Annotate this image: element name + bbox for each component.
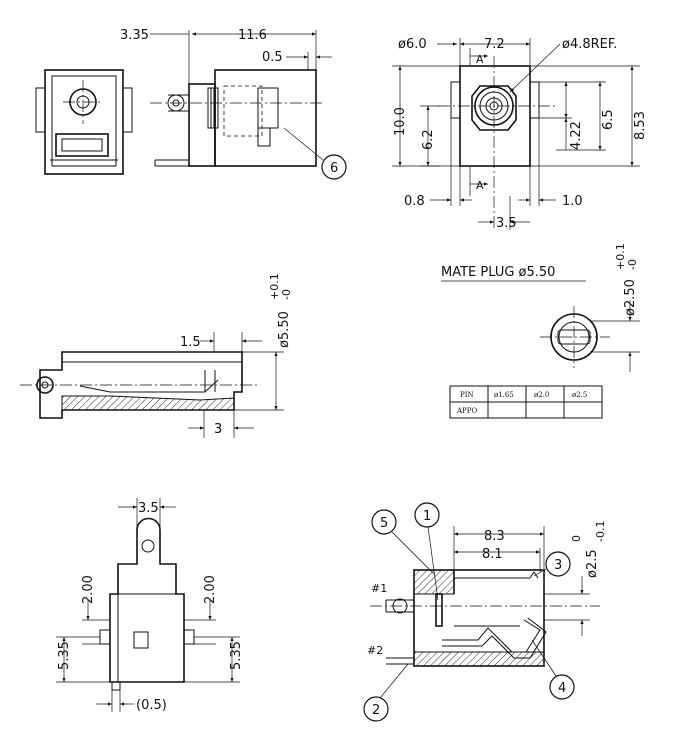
callout-1-label: 1 [423, 509, 431, 524]
section-a: A [476, 179, 484, 192]
pin-1-label: #1 [371, 582, 387, 595]
section-view: #1 #2 8.3 8.1 ø2.5 0 -0.1 5 1 3 4 2 [363, 502, 607, 722]
callout-4-label: 4 [558, 681, 566, 696]
dim-0-5-bottom: (0.5) [136, 698, 167, 713]
dim-6-2: 6.2 [421, 129, 436, 150]
dim-8-3: 8.3 [484, 529, 505, 544]
dim-d6-0: ø6.0 [398, 37, 427, 52]
pin-table: PIN ø1.65 ø2.0 ø2.5 APPO [449, 385, 603, 419]
side-view-top: 3.35 11.6 0.5 6 [120, 28, 347, 180]
side-view-middle: 1.5 ø5.50 +0.1 -0 3 [20, 273, 293, 438]
dim-8-53: 8.53 [633, 111, 648, 140]
bottom-view: 3.5 2.00 2.00 5.35 5.35 (0.5) [56, 498, 244, 713]
dim-6-5: 6.5 [601, 109, 616, 130]
callout-6 [321, 154, 347, 180]
dim-d2-5-section: ø2.5 [585, 549, 600, 578]
front-view-top-right: A' A ø6.0 7.2 ø4.8REF. 10.0 6.2 4.22 6.5 [392, 37, 648, 231]
dim-5-35-left: 5.35 [57, 641, 72, 670]
dim-7-2: 7.2 [484, 37, 505, 52]
dim-5-35-right: 5.35 [229, 641, 244, 670]
end-view-top-left [35, 69, 133, 175]
dim-1-0: 1.0 [562, 194, 583, 209]
tol-d2-5-upper: 0 [570, 535, 583, 542]
tol-d5-50-upper: +0.1 [268, 273, 281, 300]
dim-0-5-top: 0.5 [262, 50, 283, 65]
section-a-prime: A' [476, 53, 487, 66]
mate-plug: MATE PLUG ø5.50 ø2.50 +0.1 -0 PIN ø1.65 … [441, 243, 640, 419]
table-header-d2-0: ø2.0 [534, 391, 549, 399]
dim-d4-8-ref: ø4.8REF. [562, 37, 617, 52]
dim-0-8: 0.8 [404, 194, 425, 209]
callout-3-label: 3 [554, 558, 562, 573]
dim-3-35: 3.35 [120, 28, 149, 43]
callout-6-label: 6 [330, 161, 338, 176]
table-header-d2-5: ø2.5 [572, 391, 587, 399]
table-row-appo: APPO [456, 407, 477, 415]
tol-d2-5-lower: -0.1 [594, 521, 607, 542]
dim-11-6: 11.6 [238, 28, 267, 43]
dim-2-00-right: 2.00 [203, 575, 218, 604]
dim-d2-50: ø2.50 [623, 279, 638, 316]
table-header-d1-65: ø1.65 [494, 391, 514, 399]
tol-d5-50-lower: -0 [280, 289, 293, 300]
callout-5-label: 5 [380, 516, 388, 531]
dim-8-1: 8.1 [482, 547, 503, 562]
dim-3-5-front: 3.5 [496, 216, 517, 231]
callout-4 [549, 674, 575, 700]
tol-d2-50-upper: +0.1 [614, 243, 627, 270]
callout-3 [545, 551, 571, 577]
tol-d2-50-lower: -0 [626, 259, 639, 270]
mate-plug-title: MATE PLUG ø5.50 [441, 265, 555, 280]
dim-4-22: 4.22 [569, 121, 584, 150]
callout-2-label: 2 [372, 703, 380, 718]
dim-3: 3 [214, 422, 222, 437]
callout-2 [363, 696, 389, 722]
dim-10-0: 10.0 [393, 107, 408, 136]
table-header-pin: PIN [460, 391, 474, 399]
dim-d5-50: ø5.50 [277, 311, 292, 348]
dim-1-5: 1.5 [180, 335, 201, 350]
callout-1 [414, 502, 440, 528]
callout-5 [371, 509, 397, 535]
dim-2-00-left: 2.00 [81, 575, 96, 604]
pin-2-label: #2 [367, 644, 383, 657]
dim-3-5-bottom: 3.5 [138, 501, 159, 516]
